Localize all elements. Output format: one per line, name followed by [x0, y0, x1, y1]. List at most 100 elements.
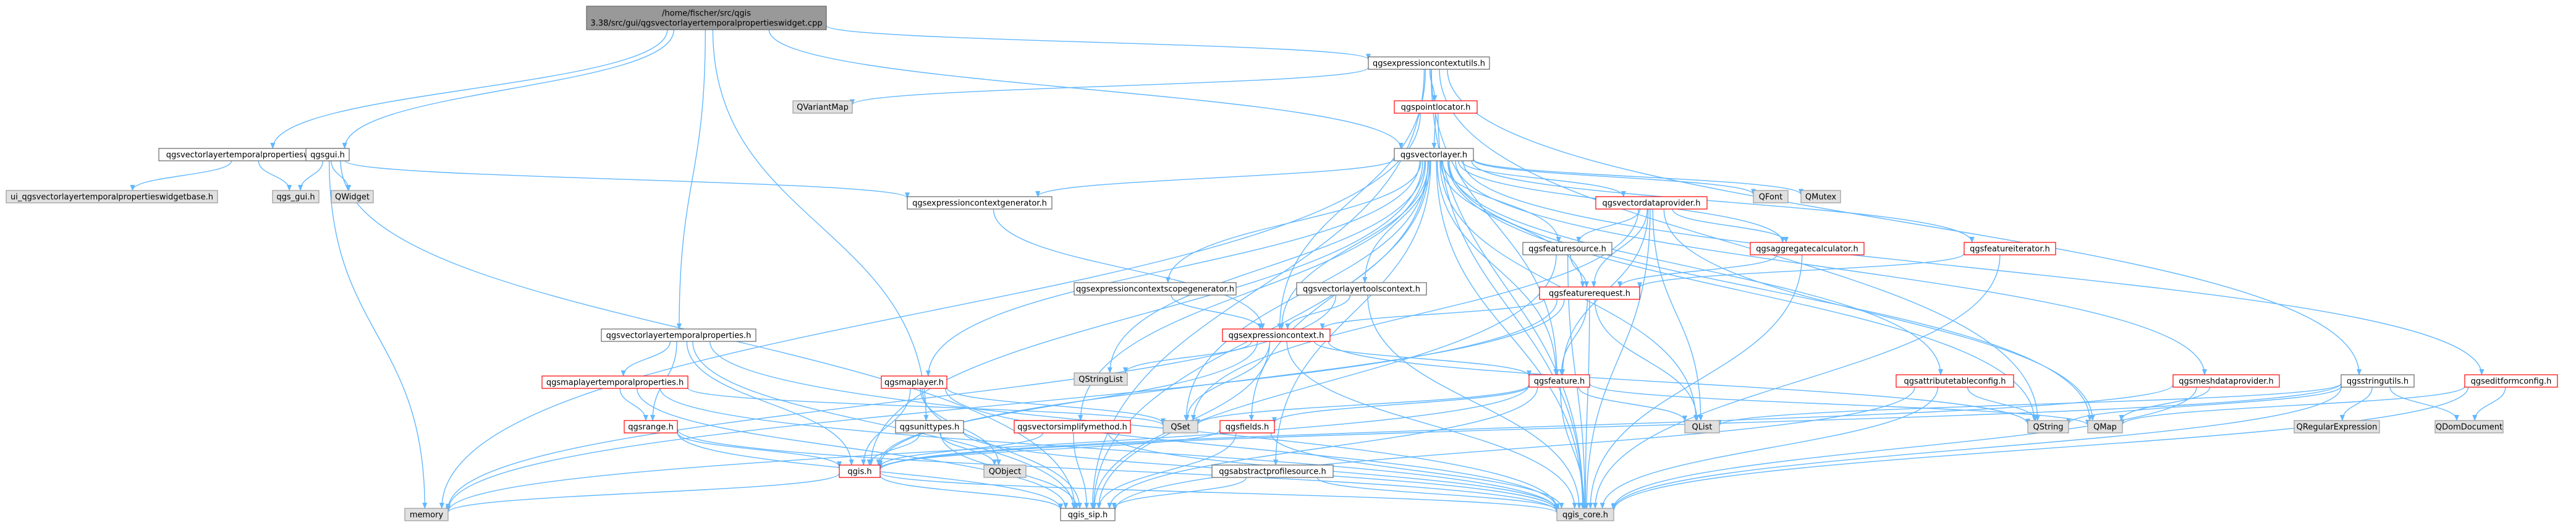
node-box	[2434, 420, 2504, 434]
node-ui_widgetbase[interactable]: ui_qgsvectorlayertemporalpropertieswidge…	[6, 190, 218, 203]
node-qgsattributetableconfig[interactable]: qgsattributetableconfig.h	[1896, 374, 2014, 388]
node-label: qgis_core.h	[1562, 511, 1608, 520]
node-label: qgis_sip.h	[1068, 511, 1108, 520]
node-box	[881, 375, 947, 389]
edge-qgsvectorlayer-to-qgsfeature	[1436, 160, 1559, 375]
node-qgsaggregatecalculator[interactable]: qgsaggregatecalculator.h	[1750, 242, 1865, 255]
node-label: qgs_gui.h	[276, 193, 315, 202]
node-qset[interactable]: QSet	[1163, 420, 1198, 434]
edge-root-to-qgsunittypes	[712, 29, 929, 421]
node-label: QWidget	[335, 193, 370, 202]
edge-qgsfields-to-qgis_core	[1270, 432, 1564, 509]
node-label: qgseditformconfig.h	[2471, 377, 2552, 387]
edge-qgsfeatureiterator-to-qgis_core	[1593, 254, 2001, 509]
node-qgsabstractprofilesource[interactable]: qgsabstractprofilesource.h	[1211, 464, 1334, 478]
node-qstringlist[interactable]: QStringList	[1074, 372, 1128, 386]
node-box	[1528, 374, 1590, 388]
edge-qgsexpressioncontext-to-qgis	[876, 341, 1258, 466]
node-qgsfields[interactable]: qgsfields.h	[1219, 420, 1275, 434]
edge-qgsmaplayer-to-qset	[946, 387, 1166, 425]
node-qvariantmap[interactable]: QVariantMap	[792, 100, 853, 114]
node-qdomdocument[interactable]: QDomDocument	[2434, 420, 2504, 434]
edge-qgsmeshdataprovider-to-qgis	[878, 384, 2174, 471]
node-qgsvectorlayer[interactable]: qgsvectorlayer.h	[1394, 148, 1474, 161]
node-qgsvectorlayertemporalproperties[interactable]: qgsvectorlayertemporalproperties.h	[601, 328, 756, 342]
node-qgsvlt_widget_h[interactable]: qgsvectorlayertemporalpropertieswidget.h	[158, 148, 346, 161]
node-qgsfeature[interactable]: qgsfeature.h	[1528, 374, 1590, 388]
node-qgsvectordataprovider[interactable]: qgsvectordataprovider.h	[1595, 196, 1708, 210]
node-label: qgsvectorsimplifymethod.h	[1017, 423, 1127, 432]
edge-qgsattributetableconfig-to-qgis_sip	[1112, 387, 1915, 511]
node-qgsstringutils[interactable]: qgsstringutils.h	[2341, 374, 2415, 388]
node-box	[792, 100, 853, 114]
node-box	[331, 190, 374, 203]
node-box	[541, 375, 688, 389]
node-label: QSet	[1171, 423, 1190, 432]
edge-qgsvectorlayer-to-qfont	[1473, 159, 1756, 195]
edge-qgsvectorlayer-to-qgsmeshdataprovider	[1455, 160, 2207, 375]
edge-layer	[130, 25, 2506, 514]
node-qgseditformconfig[interactable]: qgseditformconfig.h	[2464, 374, 2558, 388]
node-qgsunittypes[interactable]: qgsunittypes.h	[895, 420, 964, 434]
node-box	[6, 190, 218, 203]
node-box	[1394, 148, 1474, 161]
node-qgsexpressioncontext[interactable]: qgsexpressioncontext.h	[1222, 328, 1331, 342]
node-qgsgui[interactable]: qgsgui.h	[305, 148, 350, 161]
edge-qgsexpressioncontextgenerator-to-qgsexpressioncontext	[993, 208, 1265, 330]
node-qgis_core[interactable]: qgis_core.h	[1556, 508, 1614, 521]
node-root[interactable]: /home/fischer/src/qgis3.38/src/gui/qgsve…	[586, 6, 827, 30]
edge-qgsaggregatecalculator-to-qgsfeaturerequest	[1617, 254, 1777, 288]
node-qgsfeaturerequest[interactable]: qgsfeaturerequest.h	[1539, 286, 1640, 300]
node-qgs_gui[interactable]: qgs_gui.h	[272, 190, 320, 203]
node-box	[895, 420, 964, 434]
node-label: memory	[410, 511, 444, 520]
node-box	[586, 6, 827, 30]
node-qfont[interactable]: QFont	[1753, 190, 1789, 203]
node-label: QList	[1692, 423, 1713, 432]
node-qstring[interactable]: QString	[2027, 420, 2069, 434]
node-qmap[interactable]: QMap	[2087, 420, 2123, 434]
node-qgsrange[interactable]: qgsrange.h	[624, 420, 678, 434]
edge-qgseditformconfig-to-qmap	[2120, 386, 2465, 425]
node-qgsmeshdataprovider[interactable]: qgsmeshdataprovider.h	[2172, 374, 2280, 388]
node-qgsfeatureiterator[interactable]: qgsfeatureiterator.h	[1964, 242, 2056, 255]
node-qgsexpressioncontextgenerator[interactable]: qgsexpressioncontextgenerator.h	[907, 196, 1053, 210]
edge-qgsfeatureiterator-to-qgsfeaturerequest	[1637, 253, 1965, 289]
edge-qgsstringutils-to-qgis_core	[1611, 387, 2342, 511]
node-box	[272, 190, 320, 203]
node-label: qgsvectorlayertemporalpropertieswidget.h	[166, 151, 339, 160]
node-box	[1394, 100, 1478, 114]
node-qgsvectorsimplifymethod[interactable]: qgsvectorsimplifymethod.h	[1014, 420, 1131, 434]
node-qgsexpressioncontextscopegenerator[interactable]: qgsexpressioncontextscopegenerator.h	[1074, 282, 1237, 296]
node-qgsmaplayer[interactable]: qgsmaplayer.h	[881, 375, 947, 389]
node-qgsfeaturesource[interactable]: qgsfeaturesource.h	[1522, 242, 1612, 255]
edge-qgsfeaturesource-to-qgis_sip	[1096, 254, 1557, 509]
node-qgis[interactable]: qgis.h	[839, 464, 881, 478]
node-label: qgsexpressioncontext.h	[1229, 331, 1324, 341]
node-label: QMap	[2093, 423, 2117, 432]
edge-qgsaggregatecalculator-to-qgis_core	[1588, 254, 1803, 509]
node-box	[1896, 374, 2014, 388]
node-qgsmaplayertemporalproperties[interactable]: qgsmaplayertemporalproperties.h	[541, 375, 688, 389]
node-qmutex[interactable]: QMutex	[1800, 190, 1841, 203]
node-qgsexpressioncontextutils[interactable]: qgsexpressioncontextutils.h	[1368, 56, 1490, 70]
node-memory[interactable]: memory	[404, 508, 449, 521]
edge-qgsvectordataprovider-to-qset	[1191, 208, 1639, 421]
node-qgspointlocator[interactable]: qgspointlocator.h	[1394, 100, 1478, 114]
edge-qgsvectorlayertemporalproperties-to-qgis_core	[709, 341, 1559, 510]
node-qobject[interactable]: QObject	[983, 464, 1027, 478]
node-qgis_sip[interactable]: qgis_sip.h	[1060, 508, 1116, 521]
node-box	[907, 196, 1053, 210]
node-label: qgsmaplayer.h	[884, 378, 944, 388]
edge-qgsabstractprofilesource-to-qgis_sip	[1111, 477, 1247, 509]
node-qgsvectorlayertoolscontext[interactable]: qgsvectorlayertoolscontext.h	[1296, 282, 1427, 296]
node-qwidget[interactable]: QWidget	[331, 190, 374, 203]
edge-qgsvectordataprovider-to-qmap	[1663, 208, 2095, 421]
node-qlist[interactable]: QList	[1684, 420, 1720, 434]
edge-qgsexpressioncontext-to-qstringlist	[1123, 341, 1252, 374]
edge-qgsfeaturerequest-to-qgis	[878, 299, 1565, 467]
node-qregularexpression[interactable]: QRegularExpression	[2294, 420, 2380, 434]
edge-qgsfeature-to-qlist	[1578, 387, 1687, 422]
edge-root-to-qgsvectorlayer	[768, 29, 1404, 149]
node-box	[1750, 242, 1865, 255]
